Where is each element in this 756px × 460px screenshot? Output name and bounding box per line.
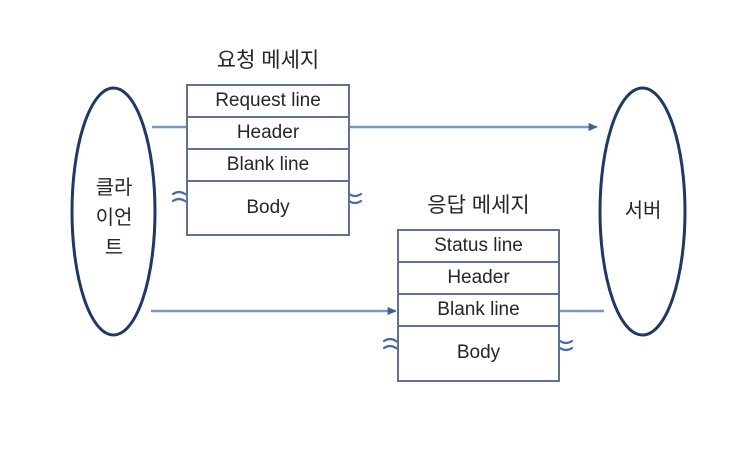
response-message-title: 응답 메세지 [427, 194, 530, 217]
request-row-request-line: Request line [188, 86, 348, 118]
response-row-header: Header [399, 263, 558, 295]
request-row-blank-line: Blank line [188, 150, 348, 182]
request-message-box: Request line Header Blank line Body [186, 84, 350, 236]
request-row-header: Header [188, 118, 348, 150]
response-message-box: Status line Header Blank line Body [397, 229, 560, 382]
response-row-body: Body [456, 342, 501, 363]
request-message-title: 요청 메세지 [216, 49, 320, 72]
client-ellipse [70, 86, 157, 337]
request-row-body: Body [246, 197, 290, 218]
response-row-status-line: Status line [399, 231, 558, 263]
response-row-blank-line: Blank line [399, 295, 558, 327]
server-ellipse [598, 86, 687, 337]
